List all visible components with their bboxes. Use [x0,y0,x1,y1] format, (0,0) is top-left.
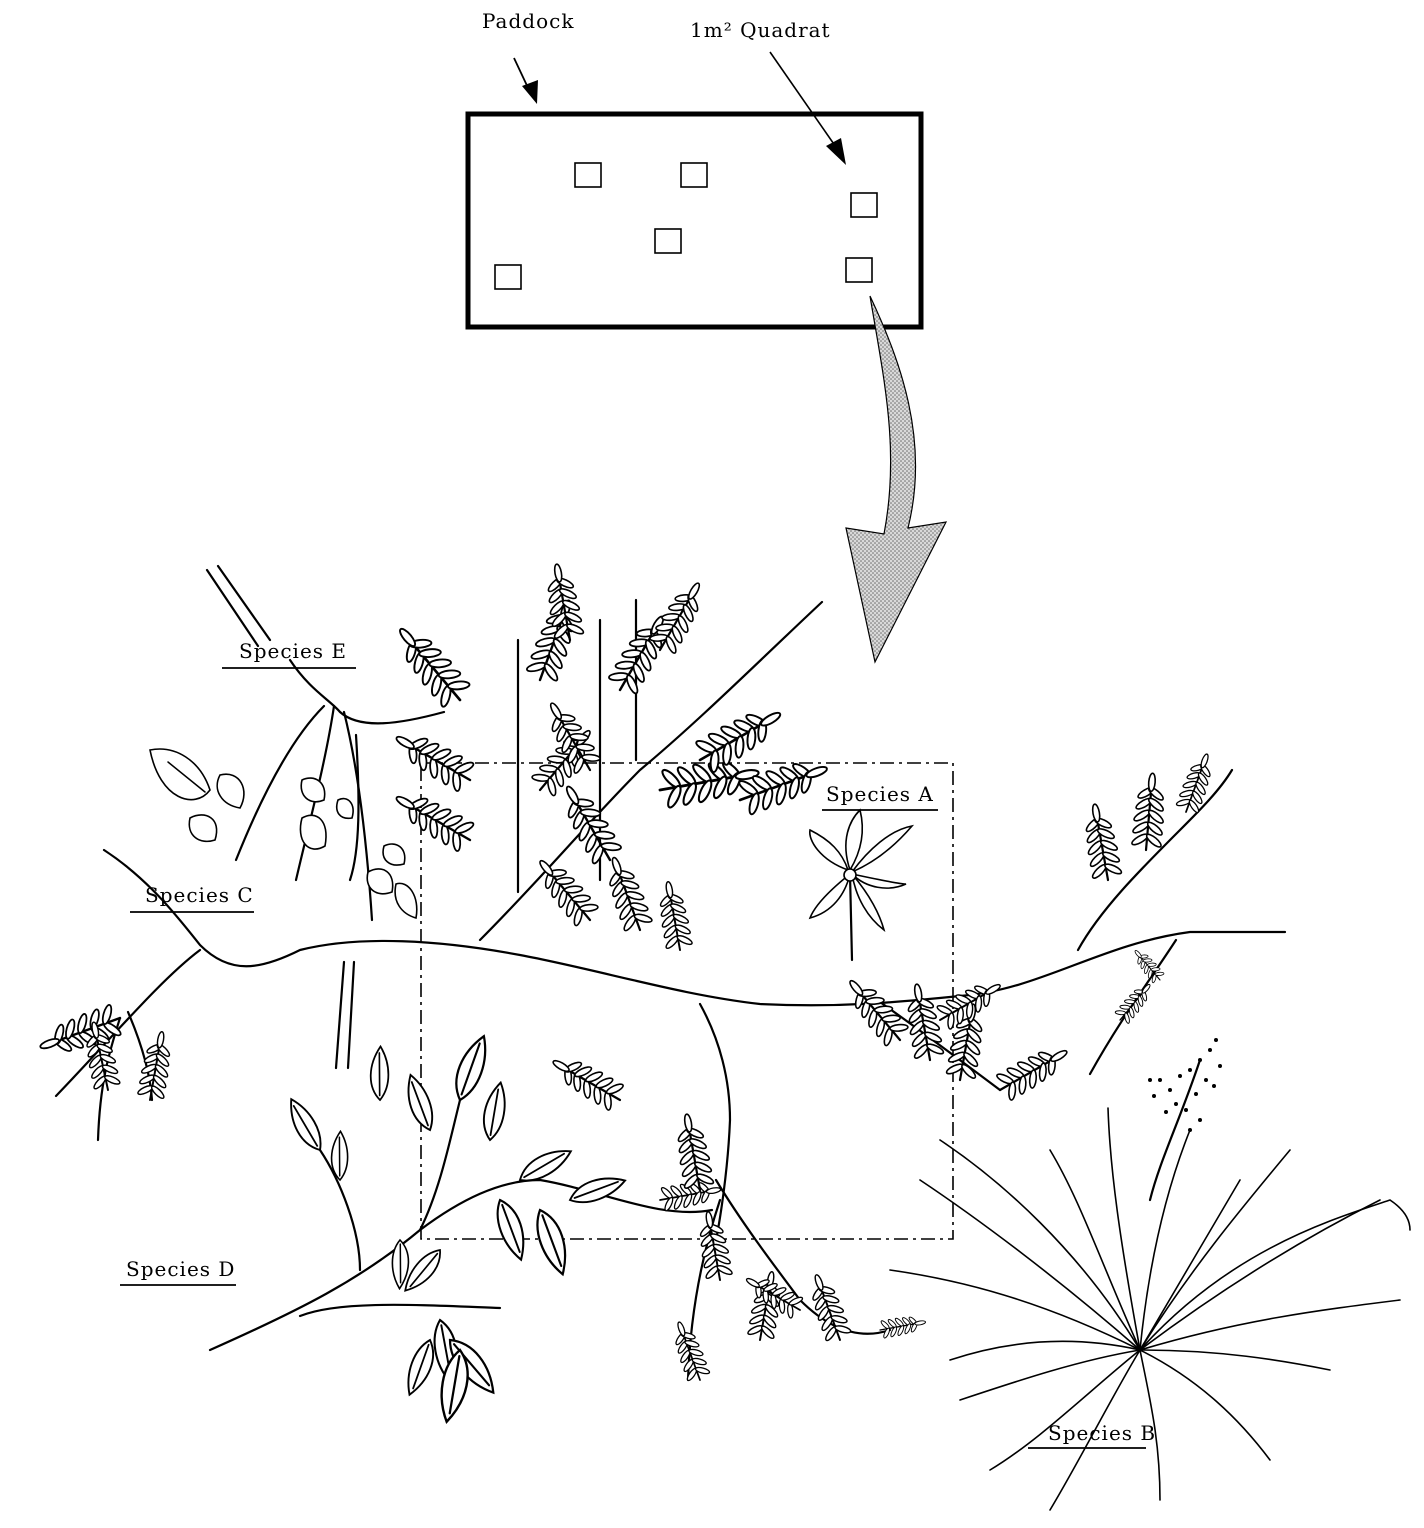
quadrat-pointer-arrow [770,52,846,165]
quadrat-square [655,229,681,253]
quadrat-square [575,163,601,187]
species-a-plant [386,561,912,960]
zoom-in-arrow [846,296,946,662]
quadrat-square [495,265,521,289]
species-e-label: Species E [239,639,347,663]
species-d-plant [210,1004,730,1424]
species-c-plant [34,750,1285,1140]
paddock-group [468,114,921,327]
quadrat-square [851,193,877,217]
species-b-label: Species B [1048,1421,1156,1445]
paddock-pointer-arrow [514,58,538,104]
paddock-label: Paddock [482,9,574,33]
quadrat-label: 1m² Quadrat [690,18,831,42]
quadrat-square [846,258,872,282]
paddock-rectangle [468,114,921,327]
species-d-label: Species D [126,1257,235,1281]
quadrat-square [681,163,707,187]
species-c-lower-fronds [667,971,1075,1385]
species-a-label: Species A [826,782,934,806]
species-c-label: Species C [145,883,254,907]
